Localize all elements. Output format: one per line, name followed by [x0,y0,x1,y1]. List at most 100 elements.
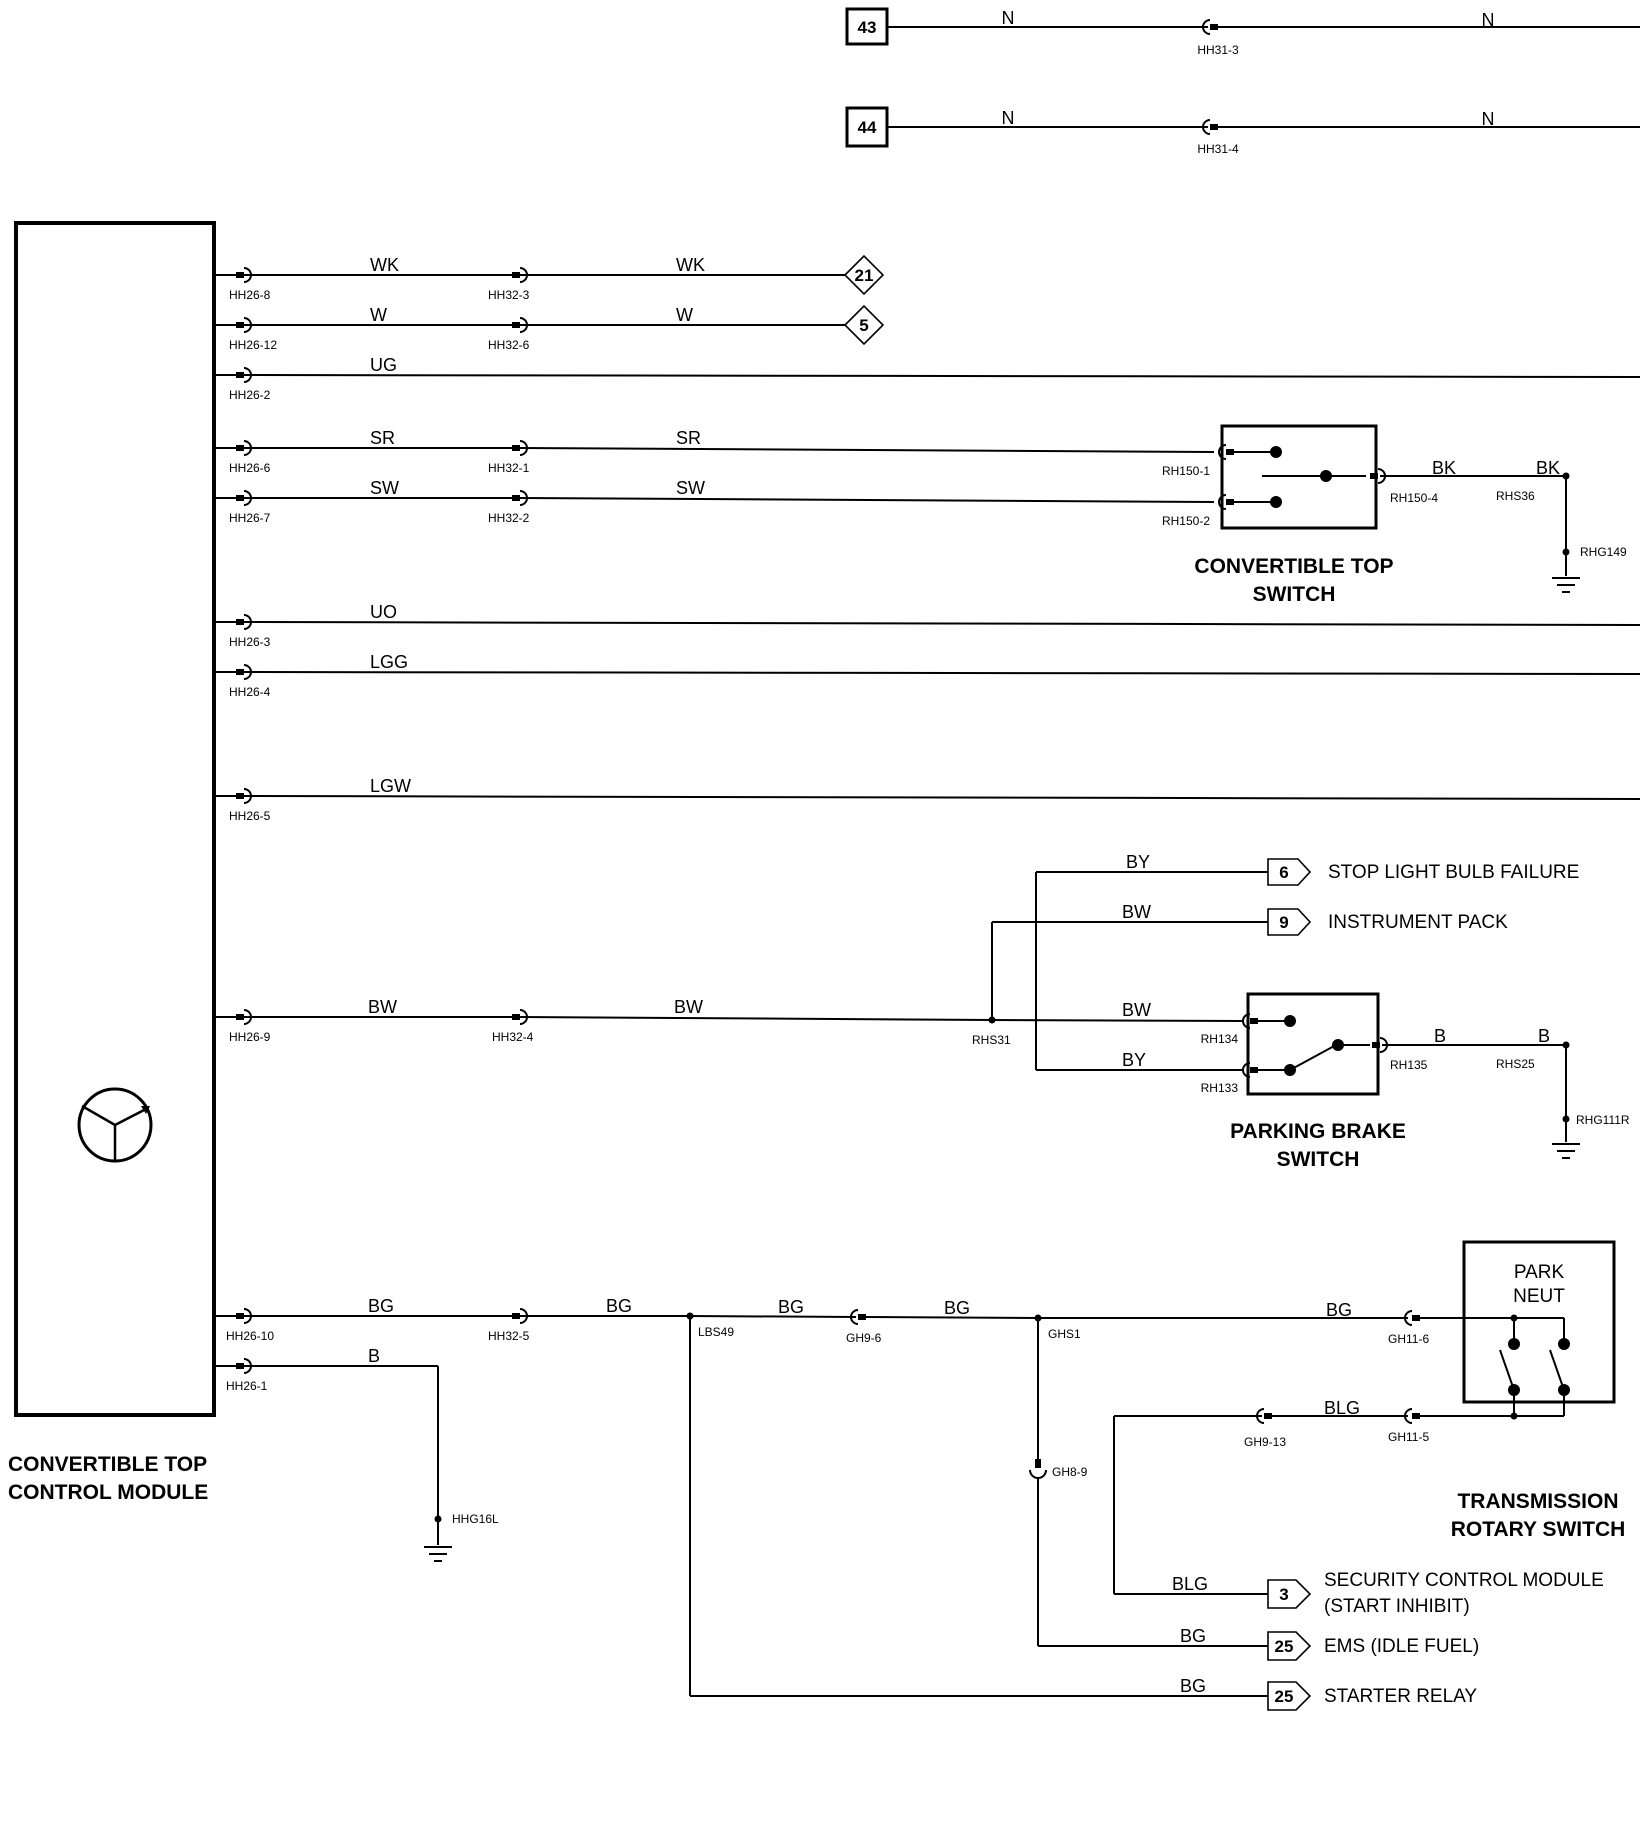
circuit-hh26-8: 21 HH26-8 WK HH32-3 WK [216,254,885,302]
pin-label: RH135 [1390,1058,1428,1072]
circuit-hh26-10: HH26-10 BG HH32-5 BG [216,1296,690,1343]
wire-label: BG [1180,1626,1206,1646]
wire-label: BY [1126,852,1150,872]
wire-label: WK [676,255,705,275]
module-title-line1: CONVERTIBLE TOP [8,1453,207,1476]
circuit-hh26-2: HH26-2 UG [216,355,1641,402]
pin-label: HH26-10 [226,1329,274,1343]
trans-title-line2: ROTARY SWITCH [1451,1518,1626,1541]
splice-label: RHS36 [1496,489,1535,503]
pin-label: RH150-2 [1162,514,1210,528]
wire-label: BW [674,997,703,1017]
pin-label: HH26-9 [229,1030,271,1044]
wire-label: BW [1122,902,1151,922]
dest-stop-light: STOP LIGHT BULB FAILURE [1328,862,1579,883]
ref-line-43: 43 N HH31-3 N [845,7,1640,57]
circuit-hh26-3: HH26-3 UO [216,602,1641,649]
wire-label: SW [370,478,399,498]
wire-label: BW [368,997,397,1017]
ref-arrow-9: 9 [1267,908,1312,936]
connector-label: HH31-3 [1197,43,1239,57]
pin-label: HH26-7 [229,511,271,525]
transmission-switch-box [1462,1240,1616,1404]
pin-label: RH150-1 [1162,464,1210,478]
connector-label: HH32-1 [488,461,530,475]
ground-label: HHG16L [452,1512,499,1526]
wire-label: BG [944,1298,970,1318]
wire-label: B [368,1346,380,1366]
pin-label: HH26-3 [229,635,271,649]
wire-label: UO [370,602,397,622]
wire-label: B [1538,1026,1550,1046]
ref-num: 9 [1279,913,1288,932]
ref-arrow-25-starter: 25 [1267,1681,1312,1711]
wire-label: BG [368,1296,394,1316]
ground-label: RHG149 [1580,545,1627,559]
connector-label: HH32-2 [488,511,530,525]
ref-arrow-6: 6 [1267,858,1312,886]
ref-line-44: 44 N HH31-4 N [845,106,1640,156]
dest-security-line2: (START INHIBIT) [1324,1596,1470,1617]
wire-label: SW [676,478,705,498]
wire-label: BW [1122,1000,1151,1020]
wire-label: UG [370,355,397,375]
connector-label: GH11-5 [1388,1430,1429,1444]
wire-label: WK [370,255,399,275]
module-title-line2: CONTROL MODULE [8,1481,208,1504]
circuit-hh26-5: HH26-5 LGW [216,776,1641,823]
ground-label: RHG111R [1576,1113,1630,1127]
connector-label: HH32-6 [488,338,530,352]
connector-gh8-9-icon [1029,1469,1047,1479]
ref-num-43: 43 [858,18,877,37]
switch-title-line2: SWITCH [1277,1148,1360,1171]
splice-label: RHS25 [1496,1057,1535,1071]
wire-label: BY [1122,1050,1146,1070]
wire-label: BLG [1172,1574,1208,1594]
ref-num-5: 5 [859,316,868,335]
dest-ems: EMS (IDLE FUEL) [1324,1636,1479,1657]
circuit-hh26-12: 5 HH26-12 W HH32-6 W [216,304,885,352]
dest-instrument-pack: INSTRUMENT PACK [1328,912,1508,933]
pin-label: HH26-5 [229,809,271,823]
splice-label: RHS31 [972,1033,1011,1047]
ref-diamond-5 [843,304,885,346]
ref-num: 6 [1279,863,1288,882]
ref-arrow-25-ems: 25 [1267,1631,1312,1661]
connector-label: HH32-5 [488,1329,530,1343]
ground-icon [1551,1143,1581,1159]
wire-label: N [1002,8,1015,28]
connector-rh133-icon [1242,1062,1259,1078]
wire-label: BLG [1324,1398,1360,1418]
switch-title-line2: SWITCH [1253,583,1336,606]
circuit-hh26-7: HH26-7 SW HH32-2 SW [216,478,1215,525]
wire-label: N [1002,108,1015,128]
connector-label: GH9-13 [1244,1435,1286,1449]
switch-title-line1: PARKING BRAKE [1230,1120,1406,1143]
connector-label: HH31-4 [1197,142,1239,156]
module-box [14,221,216,1417]
pin-label: HH26-12 [229,338,277,352]
circuit-hh26-9: HH26-9 BW HH32-4 BW [216,997,993,1044]
wire-label: W [676,305,693,325]
wire-label: BG [778,1297,804,1317]
connector-label: GH8-9 [1052,1465,1088,1479]
pin-label: HH26-1 [226,1379,268,1393]
wire-label: W [370,305,387,325]
wire-label: BG [1180,1676,1206,1696]
pin-label: HH26-6 [229,461,271,475]
ground-icon [423,1546,453,1562]
circuit-hh26-1: HH26-1 B HHG16L [216,1346,499,1562]
trans-title-line1: TRANSMISSION [1457,1490,1618,1513]
circuit-hh26-4: HH26-4 LGG [216,652,1641,699]
wire-label: SR [676,428,701,448]
gauge-icon [77,1087,153,1163]
switch-park-label: PARK [1514,1262,1565,1283]
dest-starter-relay: STARTER RELAY [1324,1686,1477,1707]
wire-label: BK [1536,458,1560,478]
ref-num-44: 44 [858,118,877,137]
connector-label: GH9-6 [846,1331,882,1345]
connector-rh134-icon [1242,1013,1259,1029]
wire-label: BK [1432,458,1456,478]
parking-brake-circuit: RHS31 BY BW BW BY 6 STOP LIGHT BULB FAIL… [972,852,1630,1171]
